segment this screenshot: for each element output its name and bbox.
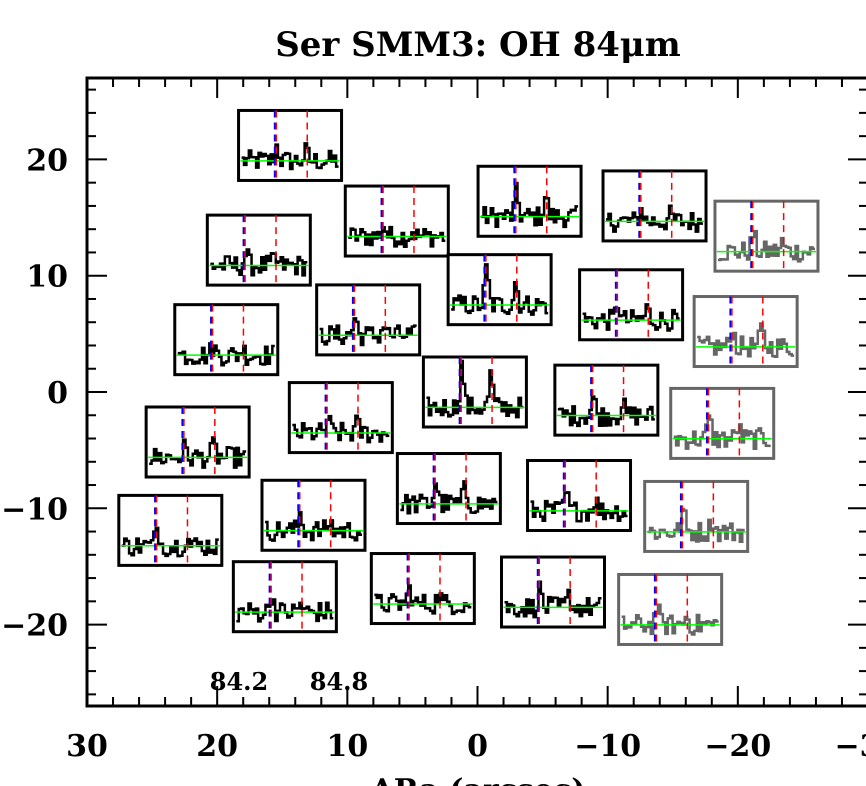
spaxel-panel — [421, 355, 528, 429]
x-tick-label: 0 — [467, 729, 488, 764]
spaxel-frame — [617, 572, 724, 646]
spaxel-panel — [476, 164, 583, 238]
spectrum-line — [697, 322, 795, 359]
spaxel-panel — [713, 199, 820, 273]
chart-title: Ser SMM3: OH 84μm — [275, 25, 681, 65]
spectrum-line — [121, 526, 219, 558]
spectrum-line — [582, 303, 680, 332]
spectrum-line — [481, 181, 579, 229]
x-axis-label: ΔRa (arcsec) — [371, 773, 586, 786]
wavelength-label-min: 84.2 — [210, 667, 268, 696]
spectrum-line — [236, 598, 334, 623]
spaxel-panel — [260, 478, 367, 552]
y-tick-label: 0 — [47, 376, 68, 411]
x-tick-label: −30 — [835, 729, 866, 764]
spectrum-line — [504, 580, 602, 619]
y-tick-label: 20 — [26, 143, 68, 178]
spaxel-panel — [287, 381, 394, 455]
spaxel-frame — [144, 405, 251, 479]
x-tick-label: 30 — [66, 729, 108, 764]
spaxel-frame — [601, 169, 708, 243]
spectrum-line — [348, 225, 446, 248]
spectrum-line — [177, 342, 275, 367]
spaxel-panel — [369, 552, 476, 626]
spaxel-frame — [369, 552, 476, 626]
spectrum-line — [210, 248, 308, 277]
spaxel-panels — [117, 108, 820, 646]
y-tick-label: −20 — [1, 609, 68, 644]
spaxel-panel — [446, 253, 553, 327]
spaxel-panel — [231, 560, 338, 634]
x-tick-label: 10 — [326, 729, 368, 764]
y-tick-label: 10 — [26, 260, 68, 295]
spaxel-frame — [446, 253, 553, 327]
spaxel-frame — [713, 199, 820, 273]
spaxel-panel — [617, 572, 724, 646]
spaxel-frame — [395, 452, 502, 526]
spaxel-panel — [601, 169, 708, 243]
x-tick-label: −10 — [574, 729, 641, 764]
spaxel-panel — [205, 213, 312, 287]
spectrum-line — [530, 491, 628, 523]
spectrum-line — [400, 480, 498, 515]
spectrum-line — [557, 395, 655, 428]
spectrum-line — [647, 508, 745, 543]
spectrum-line — [149, 436, 247, 469]
y-tick-label: −10 — [1, 492, 68, 527]
spaxel-frame — [421, 355, 528, 429]
wavelength-label-max: 84.8 — [310, 667, 368, 696]
axes: 30 20 10 0 −10 −20 −30 20 10 0 −10 −20 — [1, 76, 866, 764]
spaxel-panel — [669, 386, 776, 460]
spaxel-panel — [499, 555, 606, 629]
spaxel-panel — [643, 479, 750, 553]
spectrum-line — [621, 603, 719, 636]
spaxel-panel — [173, 303, 280, 377]
spaxel-panel — [395, 452, 502, 526]
spaxel-panel — [117, 493, 224, 567]
spaxel-frame — [231, 560, 338, 634]
x-tick-label: 20 — [196, 729, 238, 764]
spaxel-frame — [692, 295, 799, 369]
spectrum-line — [426, 359, 524, 419]
spaxel-panel — [578, 268, 685, 342]
spectrum-line — [673, 414, 771, 451]
spaxel-panel — [144, 405, 251, 479]
x-tick-label: −20 — [704, 729, 771, 764]
spaxel-panel — [343, 184, 450, 258]
spectrum-line — [264, 510, 362, 542]
spectrum-line — [717, 229, 815, 263]
spaxel-panel — [237, 108, 344, 182]
spectrum-line — [319, 317, 417, 347]
spaxel-panel — [553, 363, 660, 437]
spaxel-panel — [315, 283, 422, 357]
spaxel-frame — [287, 381, 394, 455]
spaxel-panel — [526, 459, 633, 533]
spaxel-panel — [692, 295, 799, 369]
spaxel-frame — [315, 283, 422, 357]
spectrum-line — [374, 584, 472, 616]
spectrum-line — [451, 263, 549, 316]
